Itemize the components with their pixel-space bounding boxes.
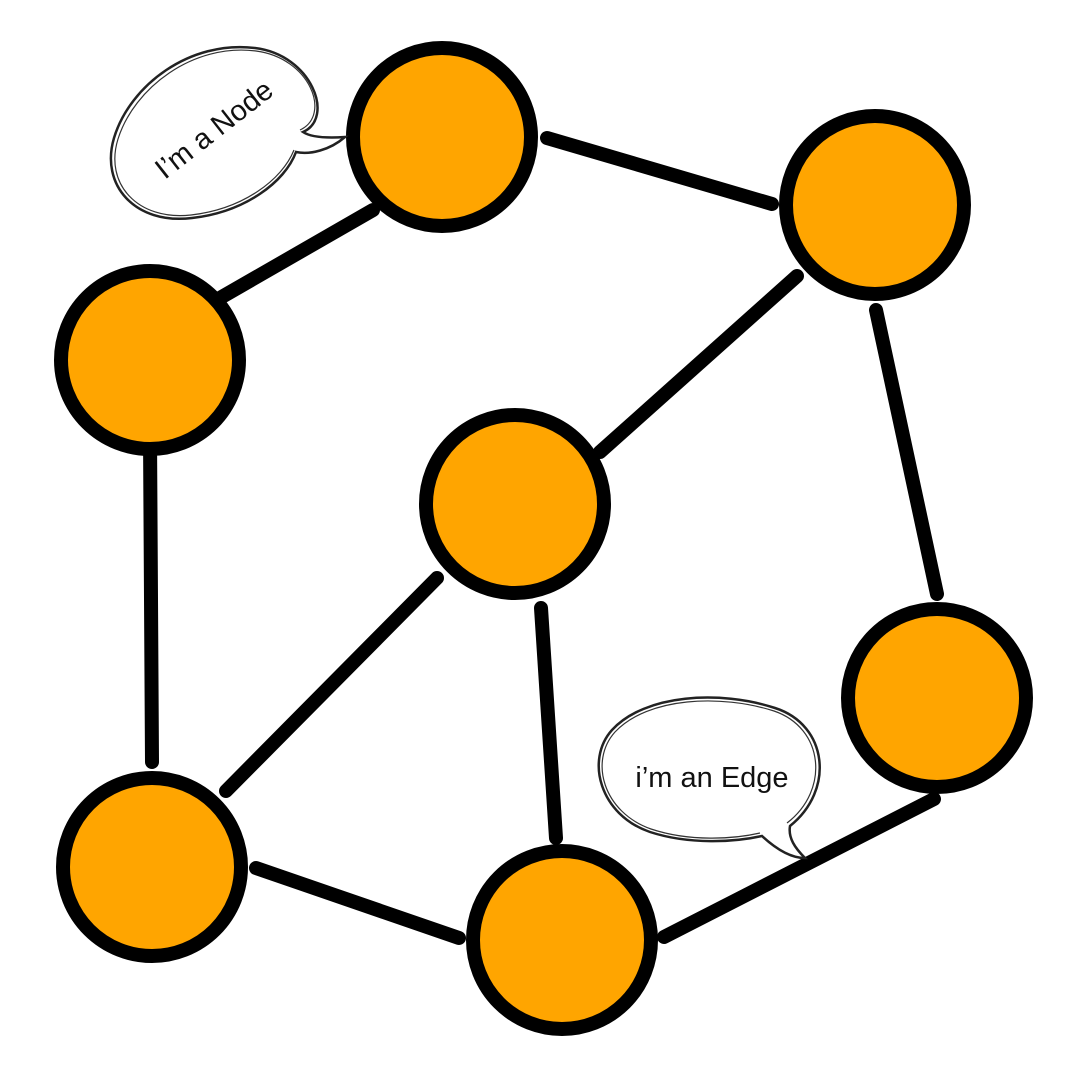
node-bottom-middle [466,844,658,1036]
edge-upper-right-to-center [593,269,804,459]
node-upper-right [779,109,971,301]
edge-top-to-left [213,203,380,305]
edge-left-to-bottom-left [143,428,159,769]
edge-top-to-upper-right [540,131,779,211]
edge-bottom-middle-to-right [657,792,941,944]
edge-callout: i’m an Edge [597,696,821,860]
node-callout-sketch [114,49,316,217]
node-right [841,602,1033,794]
edge-upper-right-to-right [869,303,944,601]
node-top [346,41,538,233]
edge-callout-bubble [597,696,821,860]
node-callout: I’m a Node [109,45,349,221]
node-center [419,408,611,600]
edge-callout-sketch [601,700,817,839]
edges [143,131,944,945]
nodes [54,41,1033,1036]
edge-center-to-bottom-middle [534,601,563,845]
edge-callout-text: i’m an Edge [635,762,788,794]
node-bottom-left [56,771,248,963]
node-left [54,264,246,456]
edge-bottom-left-to-bottom-middle [249,861,466,945]
node-callout-bubble [109,45,349,221]
edge-center-to-bottom-left [219,571,444,798]
